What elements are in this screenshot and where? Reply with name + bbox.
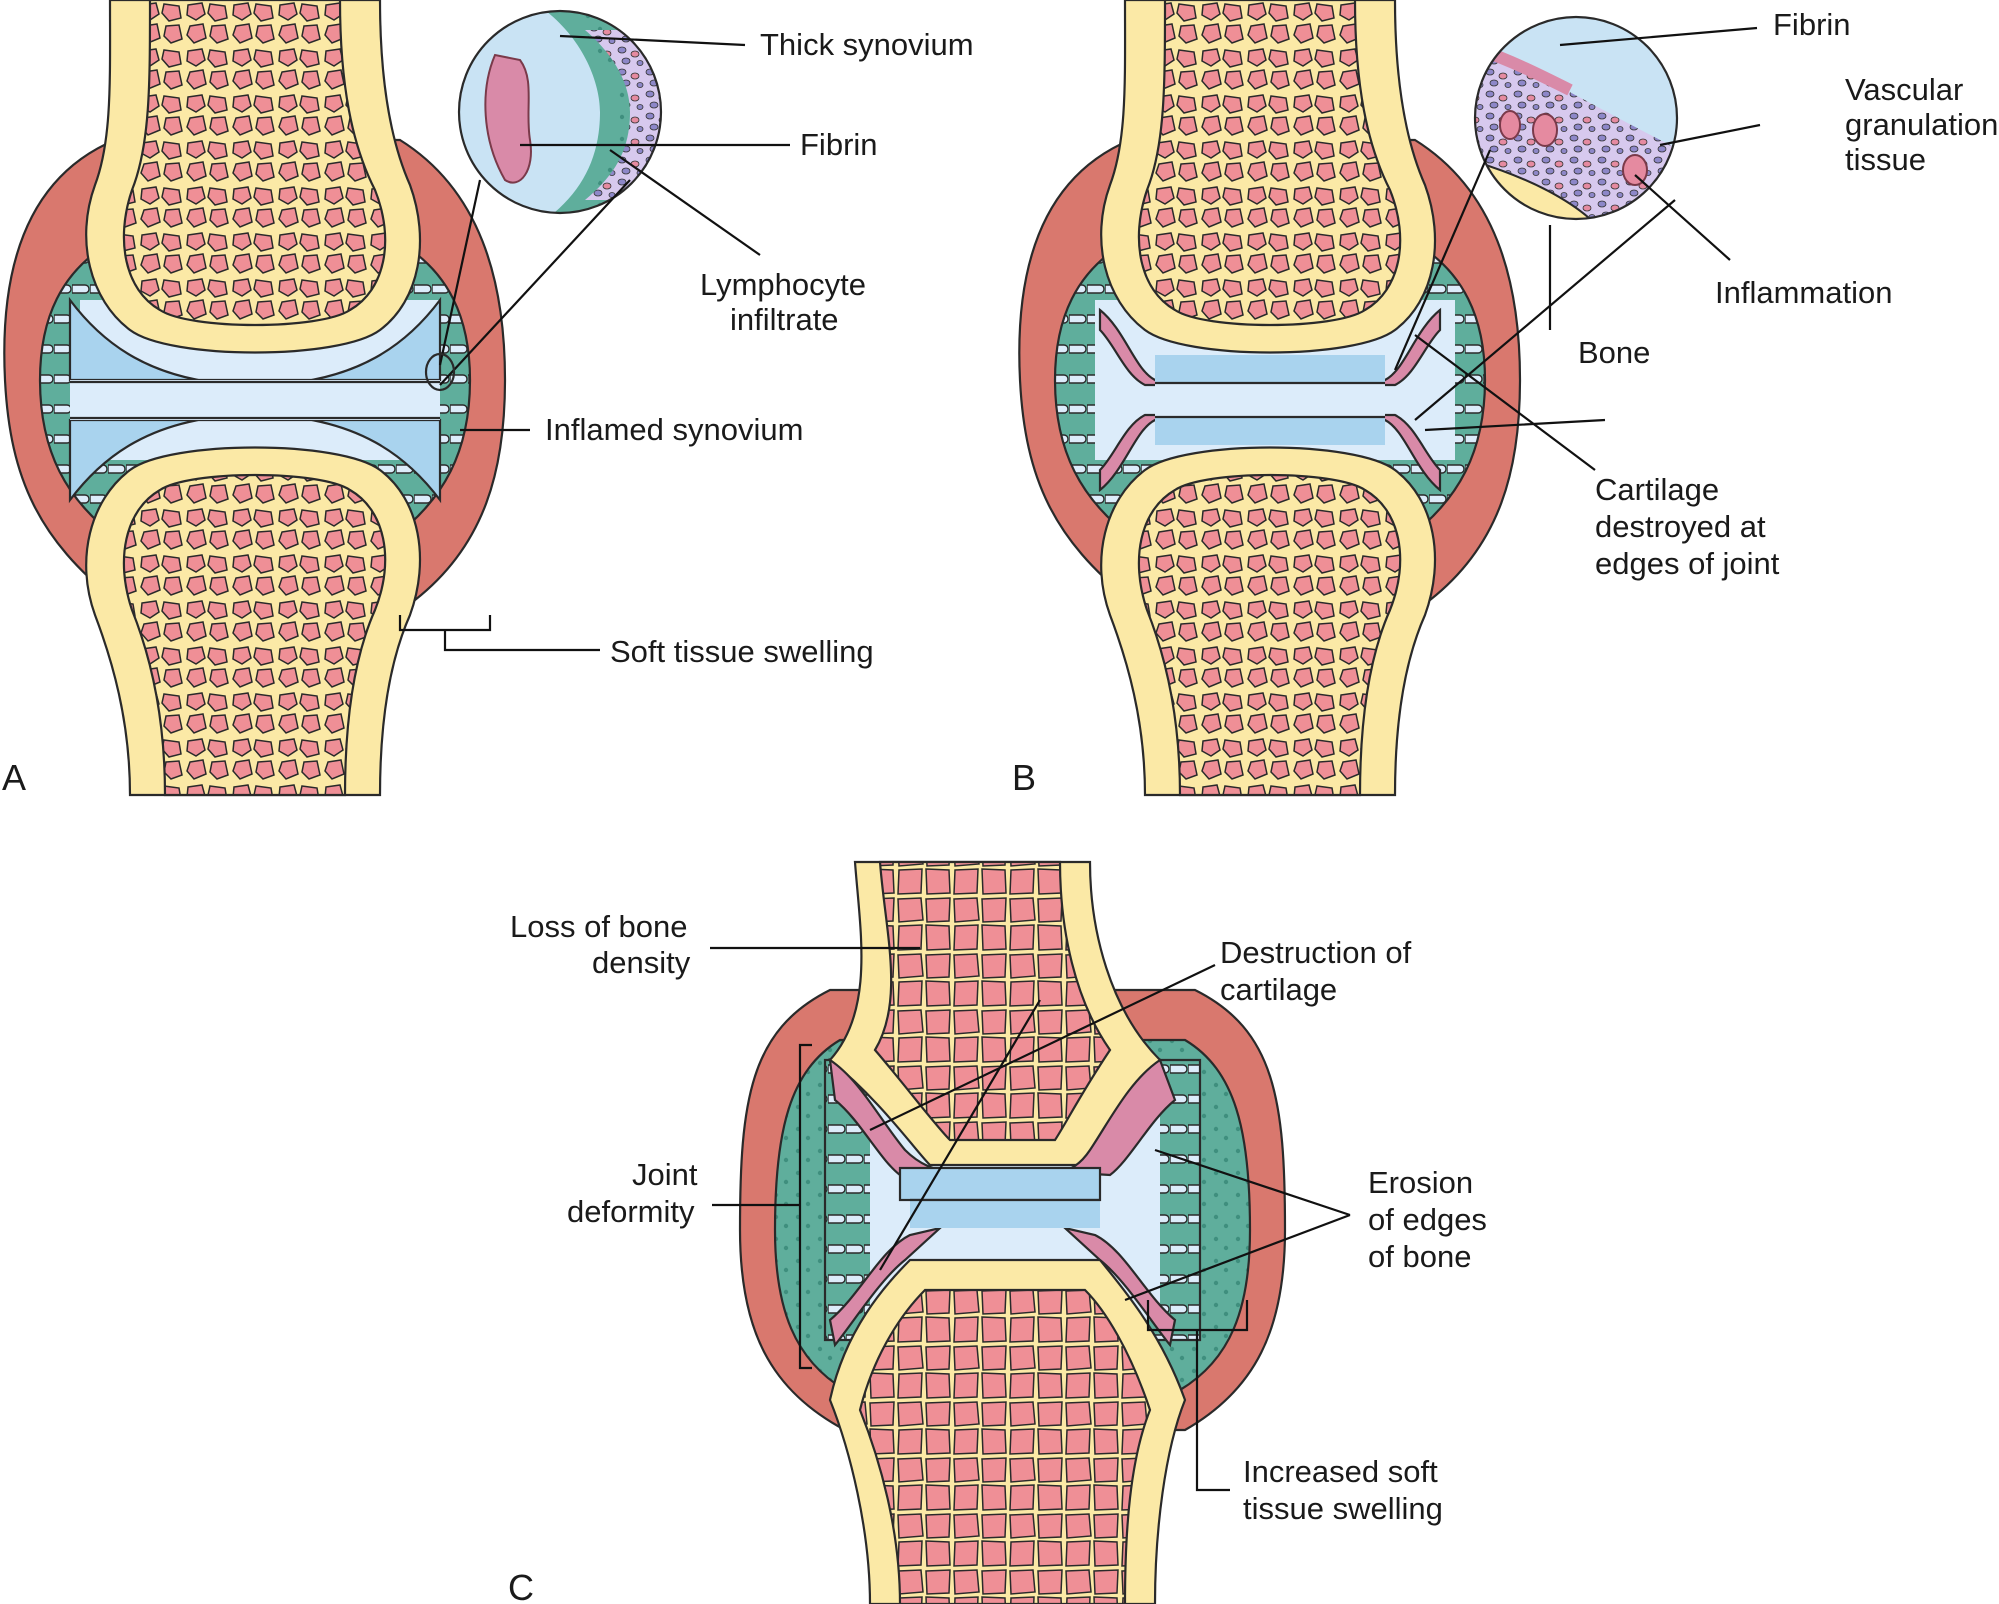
label-cartilage: Cartilage	[1595, 472, 1719, 507]
label-of-bone: of bone	[1368, 1239, 1471, 1274]
upper-bone-marrow	[873, 860, 1112, 1142]
upper-cartilage	[1155, 355, 1385, 383]
label-density: density	[592, 945, 691, 980]
label-loss-of-bone: Loss of bone	[510, 909, 688, 944]
label-vascular: Vascular	[1845, 72, 1963, 107]
label-inflammation: Inflammation	[1715, 275, 1892, 310]
upper-cartilage	[898, 1166, 1102, 1202]
label-of-edges: of edges	[1368, 1202, 1487, 1237]
panel-c: Loss of bone density Destruction of cart…	[508, 860, 1487, 1604]
label-increased-soft: Increased soft	[1243, 1454, 1438, 1489]
panel-letter-a: A	[2, 757, 26, 798]
label-tissue-swelling: tissue swelling	[1243, 1491, 1443, 1526]
panel-letter-b: B	[1012, 757, 1036, 798]
lower-bone-marrow	[1137, 473, 1402, 797]
panel-letter-c: C	[508, 1567, 534, 1604]
label-fibrin-b: Fibrin	[1773, 7, 1851, 42]
lower-bone-marrow	[858, 1288, 1152, 1604]
joint-space	[1155, 383, 1385, 417]
label-cartilage-c: cartilage	[1220, 972, 1337, 1007]
label-edges-of-joint: edges of joint	[1595, 546, 1780, 581]
label-fibrin-a: Fibrin	[800, 127, 878, 162]
label-thick-synovium: Thick synovium	[760, 27, 974, 62]
eroded-cartilage-upper	[1098, 307, 1442, 387]
panel-b-inset	[1393, 15, 1679, 421]
lower-cartilage	[1155, 417, 1385, 445]
label-bone: Bone	[1578, 335, 1650, 370]
label-destroyed-at: destroyed at	[1595, 509, 1766, 544]
label-lymphocyte: Lymphocyte	[700, 267, 866, 302]
label-soft-tissue-swelling: Soft tissue swelling	[610, 634, 874, 669]
label-inflamed-synovium: Inflamed synovium	[545, 412, 803, 447]
panel-a: Thick synovium Fibrin Lymphocyte infiltr…	[2, 0, 974, 798]
label-infiltrate: infiltrate	[730, 302, 839, 337]
panel-b: Fibrin Vascular granulation tissue Infla…	[1012, 0, 1998, 798]
label-erosion: Erosion	[1368, 1165, 1473, 1200]
label-joint: Joint	[632, 1157, 698, 1192]
label-destruction-of: Destruction of	[1220, 935, 1412, 970]
label-deformity: deformity	[567, 1194, 695, 1229]
lower-bone-marrow	[122, 473, 387, 797]
upper-bone-marrow	[1137, 0, 1402, 327]
upper-bone-marrow	[122, 0, 387, 327]
label-tissue: tissue	[1845, 142, 1926, 177]
lower-cartilage	[910, 1200, 1100, 1228]
label-granulation: granulation	[1845, 107, 1998, 142]
joint-space	[70, 380, 440, 420]
eroded-cartilage-lower	[1098, 413, 1442, 493]
